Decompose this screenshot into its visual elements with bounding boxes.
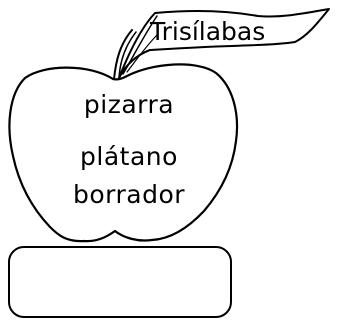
answer-box[interactable] bbox=[8, 246, 232, 318]
apple-stem bbox=[113, 29, 133, 80]
leaf-vein-icon bbox=[122, 15, 158, 75]
leaf-icon bbox=[118, 8, 330, 79]
apple-outline bbox=[8, 63, 239, 243]
leaf-title: Trisílabas bbox=[150, 17, 266, 46]
apple-word-borrador: borrador bbox=[72, 180, 186, 209]
leaf-vein-icon-2 bbox=[126, 33, 159, 73]
apple-word-platano: plátano bbox=[80, 142, 178, 171]
apple-word-pizarra: pizarra bbox=[83, 90, 175, 119]
apple-stem-inner bbox=[118, 31, 137, 79]
